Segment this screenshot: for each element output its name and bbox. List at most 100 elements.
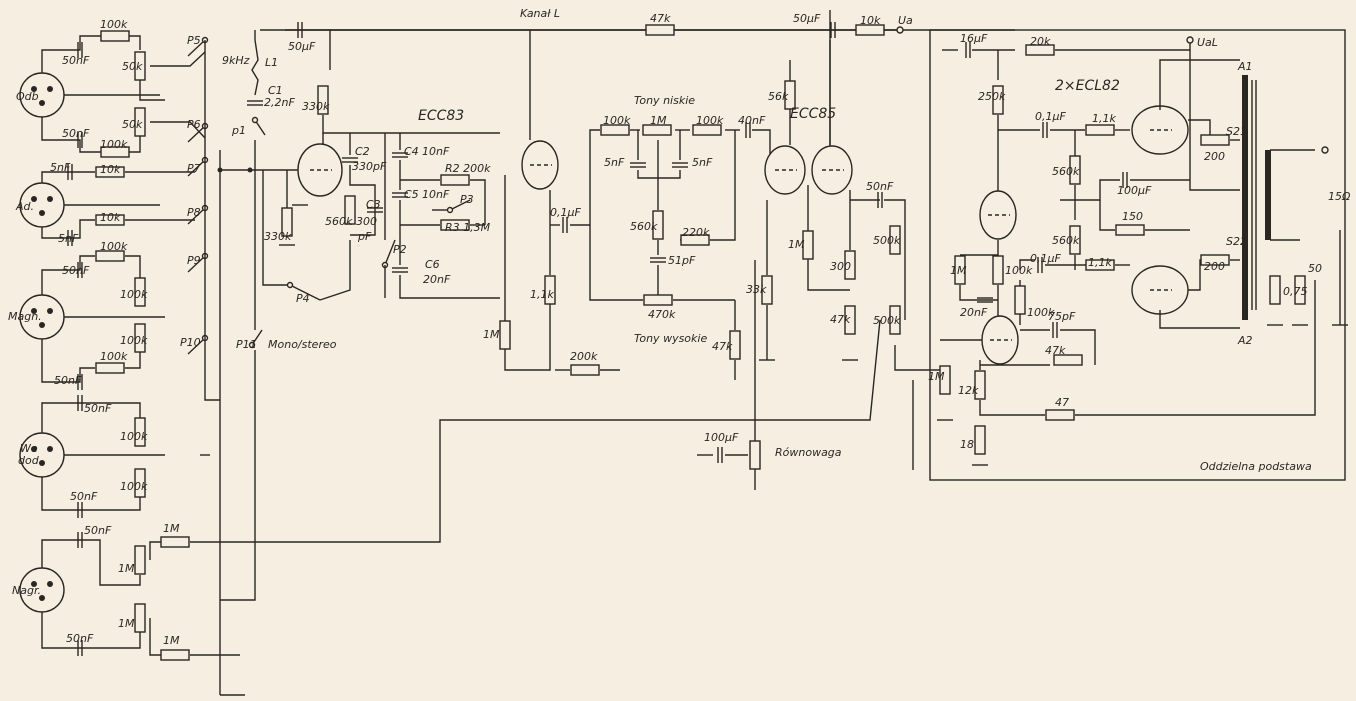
wire [1099,200,1115,231]
socket-pin [31,86,37,92]
resistor [749,440,761,470]
wire [570,129,600,226]
resistor [1200,254,1230,266]
transformer-core [1242,75,1248,320]
wire [41,612,141,649]
socket-pin [39,322,45,328]
wire [125,35,141,50]
resistor [95,250,125,262]
resistor [761,275,773,305]
input-socket [19,72,65,118]
wire [1055,40,1191,51]
switch-contact [248,341,256,349]
switch [187,337,206,355]
resistor [1115,224,1145,236]
resistor [1069,225,1081,255]
resistor [95,166,125,178]
wire [637,170,681,179]
wire [1019,259,1035,270]
resistor [680,234,710,246]
input-socket [19,567,65,613]
wire [41,339,95,383]
input-socket [19,432,65,478]
resistor [692,124,722,136]
resistor [440,219,470,231]
resistor [645,24,675,36]
wire [125,255,141,280]
switch [187,207,206,225]
resistor [134,417,146,447]
wire [150,121,206,139]
wire [41,402,141,433]
resistor [344,195,356,225]
resistor [939,365,951,395]
wire [504,298,551,371]
wire [960,240,999,256]
wire [979,400,1045,416]
wire [399,275,500,299]
socket-pin [47,581,53,587]
resistor [134,51,146,81]
resistor [134,468,146,498]
resistor [642,124,672,136]
wire [41,35,105,73]
terminal [896,26,904,34]
wire [1060,329,1096,365]
resistor [499,320,511,350]
terminal [1186,36,1194,44]
wire [807,185,850,291]
switch-contact [286,281,294,289]
wire [752,129,771,160]
resistor [954,255,966,285]
resistor [134,545,146,575]
resistor [652,210,664,240]
wire [190,319,881,543]
resistor [992,255,1004,285]
wire [41,117,105,153]
socket-pin [47,446,53,452]
transformer-secondary [1265,150,1271,240]
wire [41,171,95,183]
resistor [1025,44,1055,56]
switch-contact [251,116,259,124]
resistor [889,225,901,255]
wire [204,40,220,401]
wire [470,179,486,225]
resistor [1014,285,1026,315]
resistor [729,330,741,360]
wire [959,285,998,301]
resistor [974,425,986,455]
switch [187,125,206,143]
resistor [134,107,146,137]
junction-dot [217,167,223,173]
junction-dot [247,167,253,173]
wire [139,80,165,101]
socket-pin [39,100,45,106]
resistor [600,124,630,136]
wire [149,541,165,560]
switch-contact [446,206,454,214]
wire [1189,50,1240,191]
socket-pin [39,595,45,601]
wire [1159,310,1240,329]
wire [710,130,736,241]
wire [220,350,256,601]
socket-pin [47,196,53,202]
wire [322,115,500,134]
wire [1159,59,1240,110]
resistor [160,536,190,548]
socket-pin [47,308,53,314]
resistor [802,230,814,260]
resistor [992,85,1004,115]
resistor [855,24,885,36]
resistor [1294,275,1306,305]
wire [41,219,95,239]
socket-pin [39,210,45,216]
socket-pin [39,460,45,466]
resistor [134,323,146,353]
resistor [889,305,901,335]
switch [187,39,206,57]
wire [262,170,290,286]
